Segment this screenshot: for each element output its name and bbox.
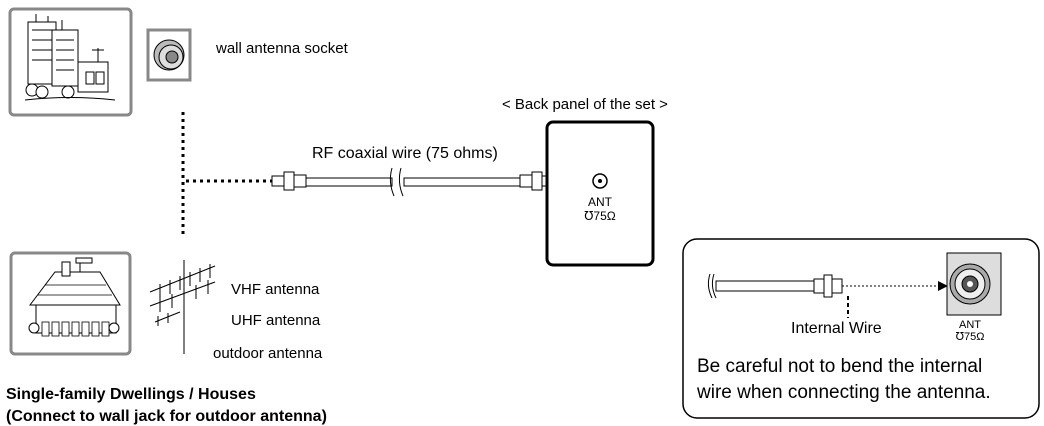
ant-port-name: ANT bbox=[588, 195, 612, 209]
house-section-subtitle: (Connect to wall jack for outdoor antenn… bbox=[6, 408, 327, 425]
wall-socket-label: wall antenna socket bbox=[216, 40, 348, 57]
outdoor-antenna-icon bbox=[149, 260, 216, 354]
internal-wire-callout bbox=[682, 238, 1040, 419]
house-section-title: Single-family Dwellings / Houses bbox=[6, 386, 256, 403]
callout-ant-impedance: ℧75Ω bbox=[955, 331, 985, 343]
callout-ant-name: ANT bbox=[959, 319, 981, 331]
uhf-antenna-label: UHF antenna bbox=[231, 312, 321, 329]
callout-note-line2: wire when connecting the antenna. bbox=[697, 382, 991, 403]
rf-coaxial-cable bbox=[271, 167, 553, 197]
tv-back-panel bbox=[545, 120, 655, 267]
vhf-antenna-label: VHF antenna bbox=[231, 281, 320, 298]
wall-socket-icon bbox=[146, 28, 192, 82]
apartment-building-icon bbox=[8, 7, 133, 117]
outdoor-antenna-label: outdoor antenna bbox=[213, 345, 323, 362]
house-icon bbox=[9, 251, 132, 356]
back-panel-label: < Back panel of the set > bbox=[502, 96, 668, 113]
internal-wire-label: Internal Wire bbox=[791, 320, 882, 337]
callout-note-line1: Be careful not to bend the internal bbox=[697, 356, 983, 377]
rf-wire-label: RF coaxial wire (75 ohms) bbox=[312, 145, 498, 162]
ant-port-impedance: ℧75Ω bbox=[584, 209, 616, 223]
